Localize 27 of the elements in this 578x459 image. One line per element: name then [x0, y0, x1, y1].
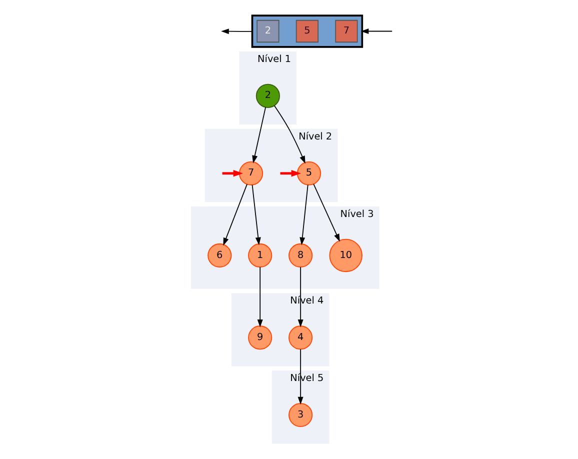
node-circle: 9 [248, 326, 272, 350]
arrow [297, 266, 303, 328]
node-box: 7 [334, 20, 358, 43]
node-circle: 5 [296, 161, 321, 186]
node-circle: 7 [238, 161, 263, 186]
node-circle: 4 [288, 326, 312, 350]
node-circle: 6 [207, 243, 232, 268]
arrow [256, 266, 262, 328]
node-circle: 2 [255, 84, 280, 108]
node-circle: 10 [328, 238, 362, 272]
arrow [297, 348, 303, 405]
arrow [252, 106, 266, 164]
arrow [222, 184, 248, 246]
node-box: 2 [256, 20, 279, 43]
arrow [273, 105, 305, 164]
arrow [220, 28, 252, 34]
cluster [250, 14, 363, 48]
node-circle: 1 [248, 243, 272, 268]
arrow [312, 184, 340, 242]
node-circle: 3 [288, 402, 312, 428]
arrow [299, 184, 308, 246]
arrow [251, 184, 260, 246]
node-box: 5 [295, 20, 318, 43]
arrow [280, 170, 300, 177]
arrow [222, 170, 243, 177]
arrow [360, 28, 392, 34]
node-circle: 8 [288, 243, 312, 268]
